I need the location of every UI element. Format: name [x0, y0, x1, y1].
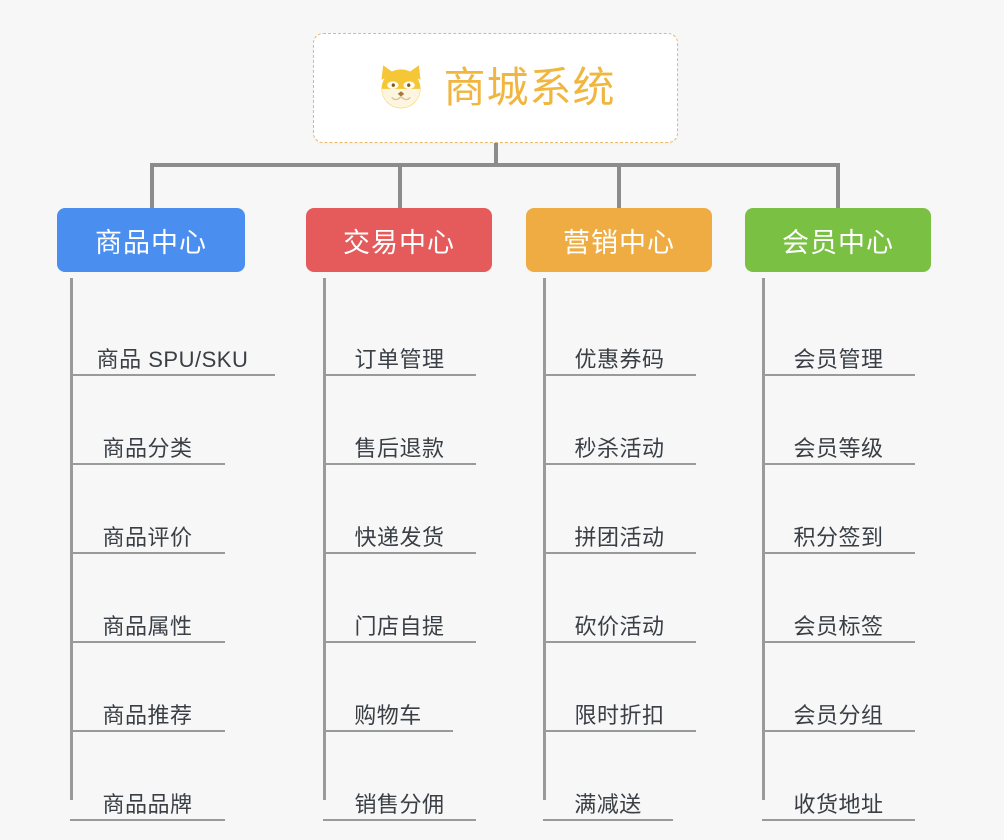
leaf-label: 限时折扣 — [574, 702, 665, 728]
branch-spine — [543, 278, 546, 800]
leaf-item[interactable]: 会员分组 — [762, 702, 915, 732]
leaf-item[interactable]: 优惠券码 — [543, 346, 696, 376]
leaf-item[interactable]: 商品属性 — [70, 613, 225, 643]
leaf-label: 商品评价 — [102, 524, 193, 550]
leaf-item[interactable]: 商品 SPU/SKU — [70, 346, 275, 376]
root-title: 商城系统 — [443, 64, 616, 111]
leaf-item[interactable]: 拼团活动 — [543, 524, 696, 554]
leaf-label: 会员管理 — [793, 346, 884, 372]
leaf-label: 商品品牌 — [102, 791, 193, 817]
leaf-label: 商品推荐 — [102, 702, 193, 728]
shiba-mascot-icon — [381, 65, 421, 109]
leaf-item[interactable]: 限时折扣 — [543, 702, 696, 732]
connector-drop-3 — [617, 163, 621, 208]
leaf-item[interactable]: 会员管理 — [762, 346, 915, 376]
leaf-item[interactable]: 会员等级 — [762, 435, 915, 465]
connector-drop-1 — [150, 163, 154, 208]
connector-horizontal-bus — [150, 163, 840, 167]
leaf-item[interactable]: 商品评价 — [70, 524, 225, 554]
leaf-label: 会员标签 — [793, 613, 884, 639]
leaf-label: 销售分佣 — [354, 791, 445, 817]
category-box-member-center[interactable]: 会员中心 — [745, 208, 931, 272]
leaf-item[interactable]: 秒杀活动 — [543, 435, 696, 465]
category-label: 交易中心 — [343, 227, 455, 258]
leaf-item[interactable]: 销售分佣 — [323, 791, 476, 821]
leaf-item[interactable]: 满减送 — [543, 791, 673, 821]
branch-spine — [762, 278, 765, 800]
leaf-label: 拼团活动 — [574, 524, 665, 550]
leaf-item[interactable]: 商品品牌 — [70, 791, 225, 821]
leaf-label: 秒杀活动 — [574, 435, 665, 461]
category-box-product-center[interactable]: 商品中心 — [57, 208, 245, 272]
leaf-label: 订单管理 — [354, 346, 445, 372]
leaf-label: 满减送 — [574, 791, 642, 817]
leaf-label: 收货地址 — [793, 791, 884, 817]
leaf-item[interactable]: 商品推荐 — [70, 702, 225, 732]
leaf-label: 售后退款 — [354, 435, 445, 461]
leaf-label: 砍价活动 — [574, 613, 665, 639]
leaf-item[interactable]: 购物车 — [323, 702, 453, 732]
leaf-label: 优惠券码 — [574, 346, 665, 372]
leaf-label: 快递发货 — [354, 524, 445, 550]
leaf-item[interactable]: 订单管理 — [323, 346, 476, 376]
leaf-item[interactable]: 砍价活动 — [543, 613, 696, 643]
category-box-marketing-center[interactable]: 营销中心 — [526, 208, 712, 272]
leaf-item[interactable]: 门店自提 — [323, 613, 476, 643]
leaf-label: 会员分组 — [793, 702, 884, 728]
branch-spine — [70, 278, 73, 800]
leaf-label: 购物车 — [354, 702, 422, 728]
leaf-item[interactable]: 积分签到 — [762, 524, 915, 554]
leaf-label: 积分签到 — [793, 524, 884, 550]
leaf-label: 商品 SPU/SKU — [96, 346, 249, 372]
leaf-item[interactable]: 快递发货 — [323, 524, 476, 554]
leaf-item[interactable]: 会员标签 — [762, 613, 915, 643]
leaf-label: 会员等级 — [793, 435, 884, 461]
connector-drop-4 — [836, 163, 840, 208]
branch-spine — [323, 278, 326, 800]
category-label: 营销中心 — [563, 227, 675, 258]
leaf-item[interactable]: 售后退款 — [323, 435, 476, 465]
category-label: 会员中心 — [782, 227, 894, 258]
leaf-item[interactable]: 收货地址 — [762, 791, 915, 821]
leaf-item[interactable]: 商品分类 — [70, 435, 225, 465]
connector-root-stem — [494, 143, 498, 165]
category-box-trade-center[interactable]: 交易中心 — [306, 208, 492, 272]
leaf-label: 门店自提 — [354, 613, 445, 639]
connector-drop-2 — [398, 163, 402, 208]
category-label: 商品中心 — [95, 227, 207, 258]
root-node-mall-system[interactable]: 商城系统 — [313, 33, 678, 143]
leaf-label: 商品分类 — [102, 435, 193, 461]
leaf-label: 商品属性 — [102, 613, 193, 639]
